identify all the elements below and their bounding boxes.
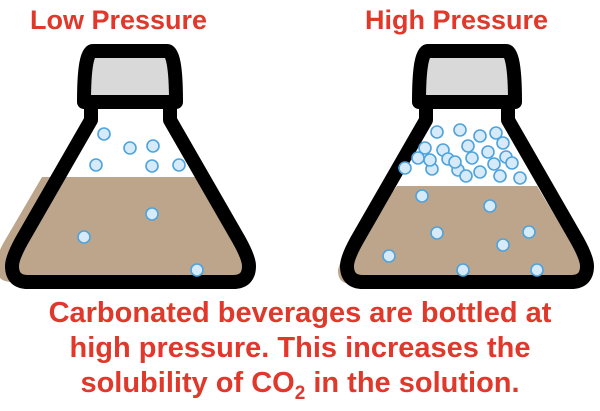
co2-bubble-icon xyxy=(415,189,429,203)
flask-liquid xyxy=(0,177,249,282)
co2-bubble-icon xyxy=(473,165,487,179)
co2-bubble-icon xyxy=(481,145,495,159)
co2-bubble-icon xyxy=(97,127,111,141)
co2-bubble-icon xyxy=(190,263,204,277)
co2-bubble-icon xyxy=(465,151,479,165)
flask-liquid xyxy=(338,186,585,284)
caption: Carbonated beverages are bottled at high… xyxy=(0,296,600,411)
high-pressure-bubbles xyxy=(382,123,544,277)
caption-line-2: high pressure. This increases the xyxy=(69,332,531,364)
co2-bubble-icon xyxy=(453,123,467,137)
low-pressure-bubbles xyxy=(77,127,204,277)
co2-bubble-icon xyxy=(483,199,497,213)
co2-bubble-icon xyxy=(145,207,159,221)
co2-bubble-icon xyxy=(456,263,470,277)
co2-bubble-icon xyxy=(496,136,510,150)
co2-bubble-icon xyxy=(505,156,519,170)
co2-bubble-icon xyxy=(430,226,444,240)
co2-bubble-icon xyxy=(473,129,487,143)
co2-bubble-icon xyxy=(496,238,510,252)
flask-cap xyxy=(412,44,522,109)
co2-bubble-icon xyxy=(459,169,473,183)
caption-line-3-text: solubility of CO xyxy=(80,367,295,399)
co2-bubble-icon xyxy=(398,161,412,175)
co2-bubble-icon xyxy=(461,139,475,153)
co2-bubble-icon xyxy=(448,155,462,169)
co2-bubble-icon xyxy=(423,153,437,167)
co2-bubble-icon xyxy=(382,249,396,263)
high-pressure-flask xyxy=(338,44,594,289)
co2-bubble-icon xyxy=(489,126,503,140)
co2-bubble-icon xyxy=(77,230,91,244)
co2-bubble-icon xyxy=(89,158,103,172)
co2-bubble-icon xyxy=(513,171,527,185)
co2-bubble-icon xyxy=(172,158,186,172)
co2-bubble-icon xyxy=(522,225,536,239)
co2-bubble-icon xyxy=(430,125,444,139)
co2-bubble-icon xyxy=(418,141,432,155)
co2-bubble-icon xyxy=(487,157,501,171)
co2-bubble-icon xyxy=(493,169,507,183)
caption-line-1: Carbonated beverages are bottled at xyxy=(48,297,552,329)
co2-bubble-icon xyxy=(411,151,425,165)
caption-line-3-end: in the solution. xyxy=(305,367,520,399)
co2-bubble-icon xyxy=(145,159,159,173)
low-pressure-flask xyxy=(0,44,256,289)
co2-bubble-icon xyxy=(146,139,160,153)
flask-outline xyxy=(340,95,594,289)
high-pressure-title: High Pressure xyxy=(365,5,549,35)
co2-bubble-icon xyxy=(123,141,137,155)
co2-bubble-icon xyxy=(530,263,544,277)
caption-line-3: solubility of CO2 in the solution. xyxy=(0,366,600,411)
flask-outline xyxy=(5,95,256,289)
low-pressure-title: Low Pressure xyxy=(30,5,208,35)
flask-cap xyxy=(77,44,183,109)
co2-subscript: 2 xyxy=(294,382,306,404)
